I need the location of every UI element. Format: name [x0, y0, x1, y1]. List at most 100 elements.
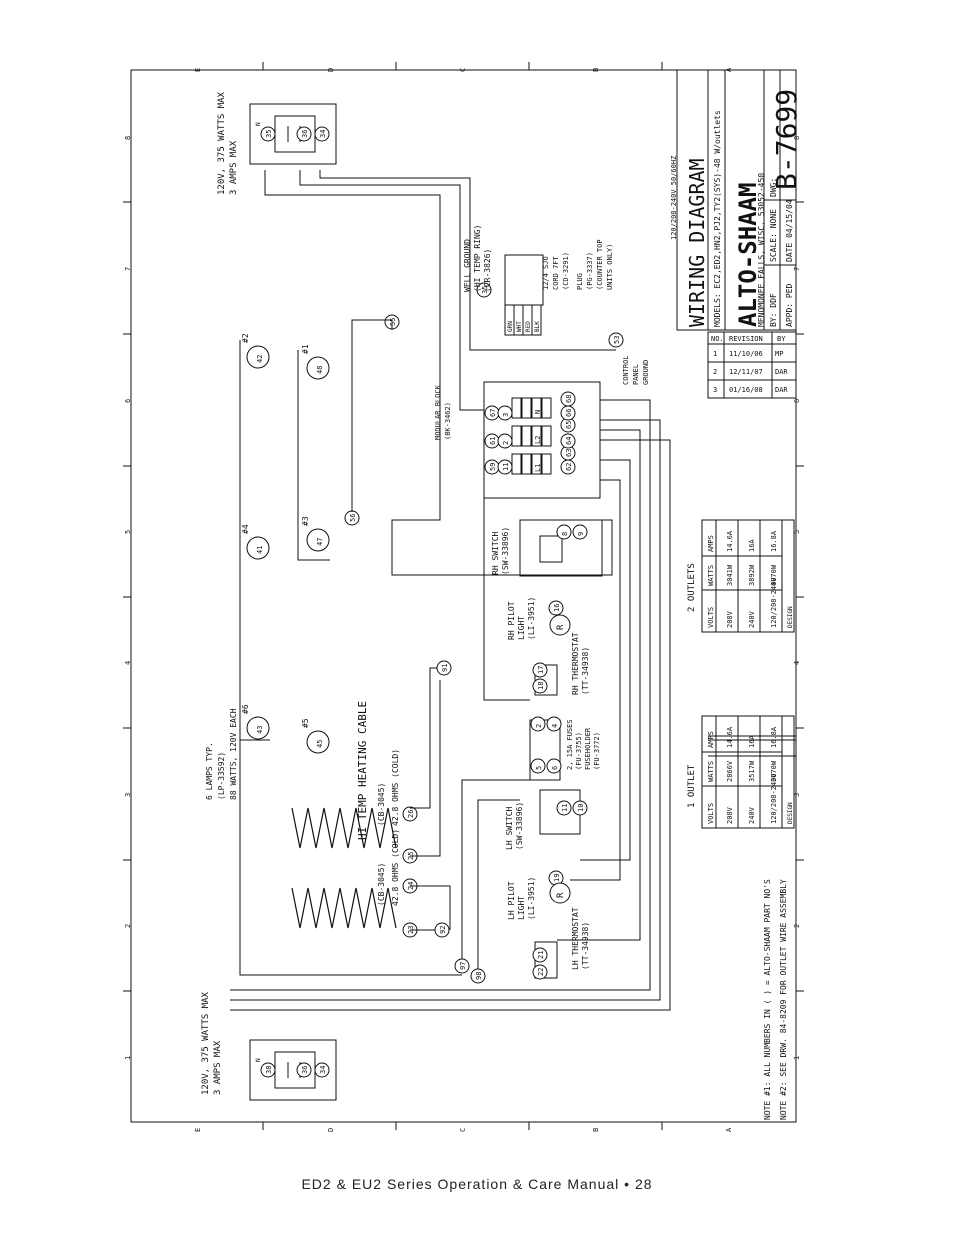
grid-number-left: 1	[124, 1056, 132, 1060]
wire	[230, 399, 651, 991]
wire-number-terminal	[260, 1062, 276, 1078]
lh-pilot-light	[549, 882, 571, 904]
wire-number: 10	[577, 804, 585, 812]
lamp-socket	[306, 356, 330, 380]
outlets-2-table-cell: 4070W	[770, 564, 778, 586]
wire-number-terminal	[314, 126, 330, 142]
wire-number: 66	[565, 409, 573, 417]
wire-number: 97	[459, 962, 467, 970]
outlet-bottom-label: 120V, 375 WATTS MAX	[201, 991, 211, 1095]
wire-number: 17	[537, 666, 545, 674]
revision-no: 3	[713, 386, 717, 394]
pilot-light-symbol: R	[556, 892, 566, 898]
plug-label: UNITS ONLY)	[606, 244, 614, 290]
outlets-1-table-cell: 120/208-240V	[770, 773, 778, 824]
outlets-1-table-cell: 240V	[748, 806, 756, 824]
grid-letter-top: E	[194, 68, 202, 72]
cord-color-label: BLK	[534, 321, 541, 332]
terminal-slot	[531, 425, 542, 447]
wire-number: 11	[502, 463, 510, 471]
grid-number-left: 4	[124, 661, 132, 665]
wire-number-terminal	[532, 964, 548, 980]
control-panel-ground-label: GROUND	[642, 360, 650, 385]
wire-number-terminal	[572, 524, 588, 540]
lamp-socket	[246, 536, 270, 560]
cord-label: CORD 7FT	[552, 255, 560, 290]
wire-number-terminal	[476, 282, 492, 298]
outlet-terminal-label: N	[255, 122, 262, 126]
page-footer: ED2 & EU2 Series Operation & Care Manual…	[301, 1176, 653, 1192]
outlets-2-table-cell: 208V	[726, 610, 734, 628]
outlets-2-table-header: AMPS	[707, 535, 715, 552]
wire-number-terminal	[530, 758, 546, 774]
wire-number-terminal	[556, 800, 572, 816]
wire	[239, 340, 462, 976]
outlets-2-table-cell: 16.8A	[770, 530, 778, 552]
wire	[410, 667, 437, 809]
cord-label: 12/4 SJO	[542, 256, 550, 290]
wire-number-terminal	[296, 126, 312, 142]
wire-number-terminal	[608, 332, 624, 348]
models-label: MODELS: EC2,ED2,HN2,PJ2,TY2(SYS)-48 W/ou…	[713, 110, 722, 327]
cord-wire-color	[531, 304, 542, 336]
lamp-number: #4	[241, 524, 250, 534]
wire	[580, 459, 631, 861]
grid-number-left: 3	[124, 793, 132, 797]
outlets-2-table-cell: 14.6A	[726, 530, 734, 552]
cord-color-label: RED	[525, 321, 532, 332]
lamp-socket	[246, 345, 270, 369]
outlets-1-table-cell: 16.8A	[770, 726, 778, 748]
outlets-1-table-header: VOLTS	[707, 803, 715, 824]
rh-pilot-light	[549, 614, 571, 636]
wire	[483, 498, 530, 701]
grid-number-right: 6	[793, 399, 801, 403]
wire-number: 38	[265, 1066, 273, 1074]
lamp-wire-number: 41	[256, 546, 264, 554]
outlet-terminal-label: N	[255, 1058, 262, 1062]
power-spec: 120/208-240V 50/60HZ	[670, 156, 678, 240]
lamps-label: (LP-33592)	[217, 752, 226, 800]
wire-number: 11	[561, 804, 569, 812]
wire-number: 8	[561, 532, 569, 536]
lamps-label: 88 WATTS, 120V EACH	[229, 708, 238, 800]
revision-no: 2	[713, 368, 717, 376]
heating-cable-label: HI TEMP HEATING CABLE	[356, 701, 369, 840]
wire	[319, 170, 616, 351]
lh-thermostat-label: LH THERMOSTAT	[571, 907, 580, 970]
wire-number-terminal	[572, 800, 588, 816]
lamp-wire-number: 48	[316, 366, 324, 374]
lamp-number: #2	[241, 333, 250, 343]
title-block-dwg: DWG:	[769, 178, 778, 197]
terminal-slot	[521, 397, 532, 419]
outlets-2-table-header: VOLTS	[707, 607, 715, 628]
grid-number-left: 2	[124, 924, 132, 928]
plug-label: (PG-3337)	[586, 252, 594, 290]
grid-number-right: 8	[793, 136, 801, 140]
grid-number-left: 6	[124, 399, 132, 403]
wire-number-terminal	[546, 758, 562, 774]
modular-block-label: MODULAR BLOCK	[434, 384, 442, 440]
revision-header: NO.	[711, 335, 724, 343]
wire-number: 61	[489, 437, 497, 445]
outlets-1-table-design: DESIGN	[787, 802, 794, 824]
outlets-1-table-cell: 3517W	[748, 760, 756, 782]
grid-number-right: 2	[793, 924, 801, 928]
wire-number: 6	[551, 766, 559, 770]
wire	[299, 170, 484, 411]
rh-pilot-label: LIGHT	[517, 616, 526, 640]
drawing-border	[130, 69, 797, 1123]
revision-header: BY	[777, 335, 786, 343]
wire-number: 91	[441, 664, 449, 672]
wire-number: 53	[613, 336, 621, 344]
revision-no: 1	[713, 350, 717, 358]
diagram-title: WIRING DIAGRAM	[685, 158, 709, 327]
terminal-slot	[521, 425, 532, 447]
lamps-label: 6 LAMPS TYP.	[205, 742, 214, 800]
grid-number-left: 8	[124, 136, 132, 140]
wire-number: 22	[537, 968, 545, 976]
wire-number: 55	[389, 318, 397, 326]
wire-number: 2	[535, 724, 543, 728]
heating-resistor-1	[291, 807, 397, 849]
terminal-slot	[541, 397, 552, 419]
wire-number-terminal	[296, 1062, 312, 1078]
